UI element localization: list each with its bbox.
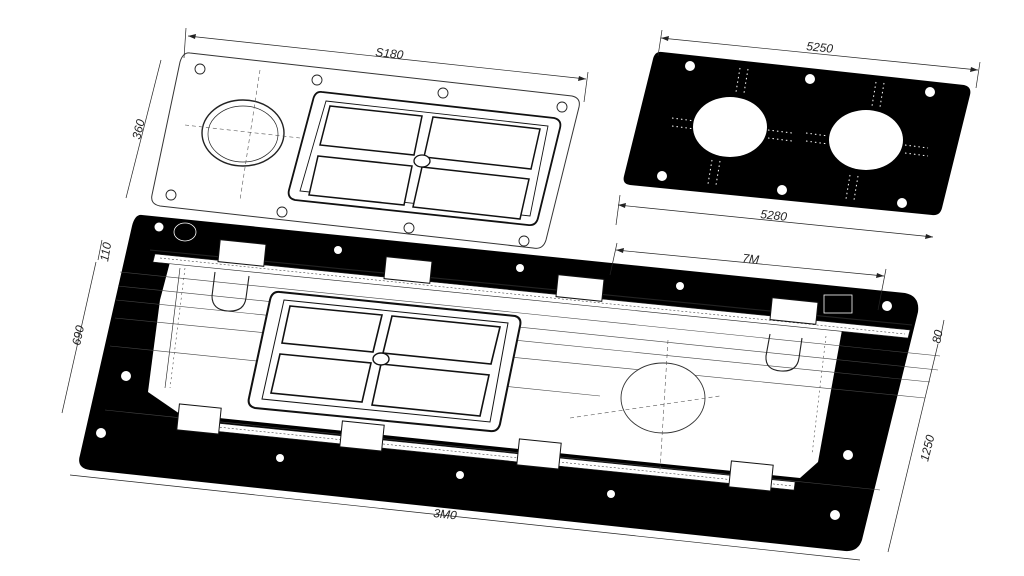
dim-label-segment-width: 7M [742, 251, 760, 267]
dim-label-top-plate-width: S180 [375, 45, 405, 62]
dim-label-right-offset: 80 [929, 328, 946, 344]
hinge-clip [383, 256, 433, 284]
hinge-clip [769, 297, 819, 325]
black-mounting-plate [623, 51, 971, 216]
dim-label-black-plate-bottom: 5280 [760, 207, 788, 224]
top-round-opening [201, 99, 285, 167]
dim-label-inner-height: 690 [69, 324, 87, 347]
black-plate-opening-right [829, 110, 903, 170]
u-slot-right [765, 333, 803, 372]
dim-label-top-offset: 110 [97, 241, 114, 263]
dim-label-total-width: 3M0 [433, 506, 458, 522]
u-slot-left [211, 271, 250, 312]
hinge-clip [339, 420, 385, 452]
top-window-frame [287, 91, 562, 227]
base-frame [79, 214, 941, 552]
black-plate-holes [657, 61, 935, 208]
hinge-clip [176, 403, 222, 435]
dim-label-right-height: 1250 [917, 433, 937, 463]
dim-label-top-plate-height: 360 [129, 118, 148, 141]
base-round-opening [569, 339, 721, 471]
base-window-frame [247, 290, 522, 433]
hinge-clip [516, 438, 562, 470]
hinge-clip [217, 239, 267, 267]
top-cover-plate [151, 52, 580, 249]
hinge-clips [176, 239, 819, 492]
base-mounting-holes [96, 222, 892, 520]
black-plate-opening-left [693, 97, 767, 157]
hinge-clip [728, 460, 774, 492]
top-mounting-holes [165, 63, 568, 247]
perforation-patterns [671, 67, 929, 201]
hinge-clip [555, 274, 605, 302]
dim-label-black-plate-top: 5250 [806, 39, 834, 56]
dimension-arrows [188, 34, 978, 278]
dimension-lines [61, 27, 981, 561]
